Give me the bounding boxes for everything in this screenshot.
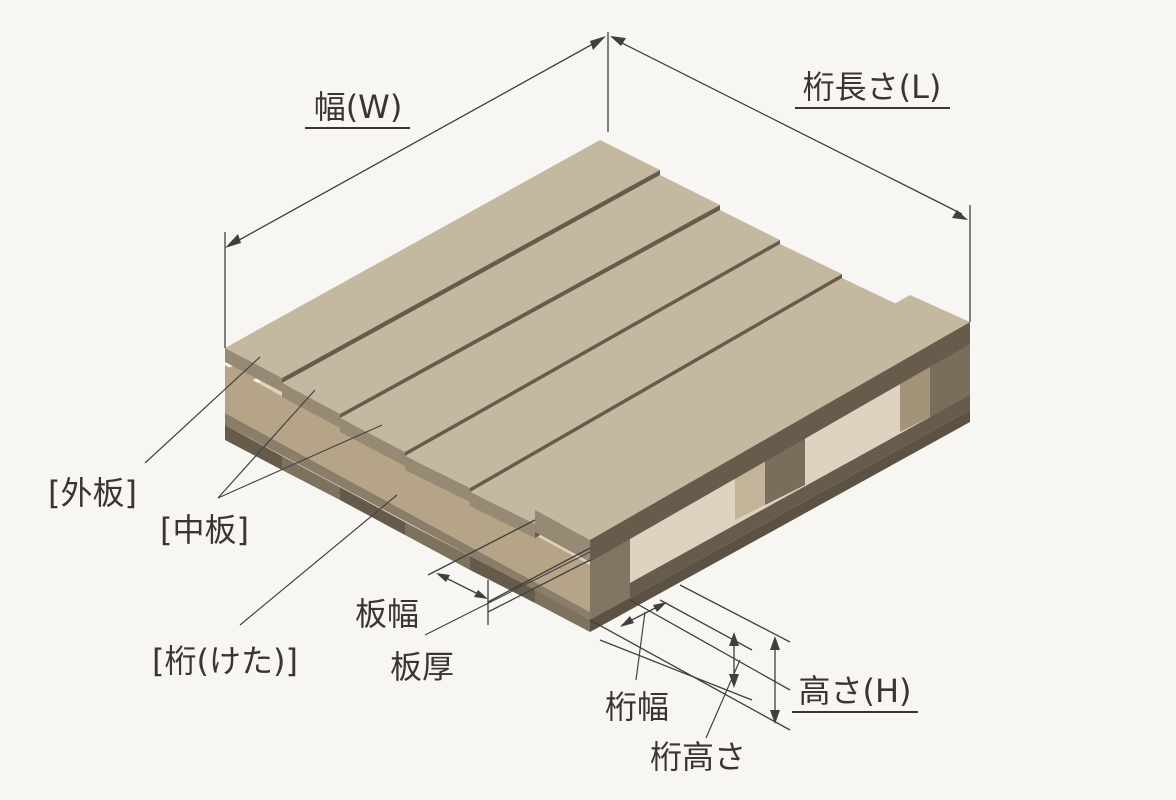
middle-board-label: [中板] (160, 511, 249, 549)
stringer-label: [桁(けた)] (152, 642, 298, 680)
bottom-board-right (590, 395, 970, 620)
dimension-length (610, 36, 971, 322)
label-length: 桁長さ(L) (795, 68, 950, 109)
stringer-width-label: 桁幅 (605, 688, 669, 726)
outer-board-label: [外板] (48, 474, 137, 512)
height-label: 高さ(H) (798, 672, 911, 710)
dimension-width (224, 32, 609, 348)
label-width: 幅(W) (305, 88, 410, 129)
stringer-front (225, 365, 630, 620)
board-thickness-label: 板厚 (390, 648, 454, 686)
width-label: 幅(W) (314, 88, 403, 126)
bottom-boards-left (225, 410, 970, 632)
leader-lines (144, 356, 741, 739)
deck-board-6 (535, 295, 970, 562)
dimension-board-thickness (487, 547, 591, 613)
length-label: 桁長さ(L) (803, 68, 942, 106)
dimension-board-width (427, 519, 536, 625)
stringer-height-label: 桁高さ (650, 738, 746, 776)
board-width-label: 板幅 (355, 595, 419, 633)
label-height: 高さ(H) (792, 672, 918, 713)
dimension-height (679, 584, 791, 724)
